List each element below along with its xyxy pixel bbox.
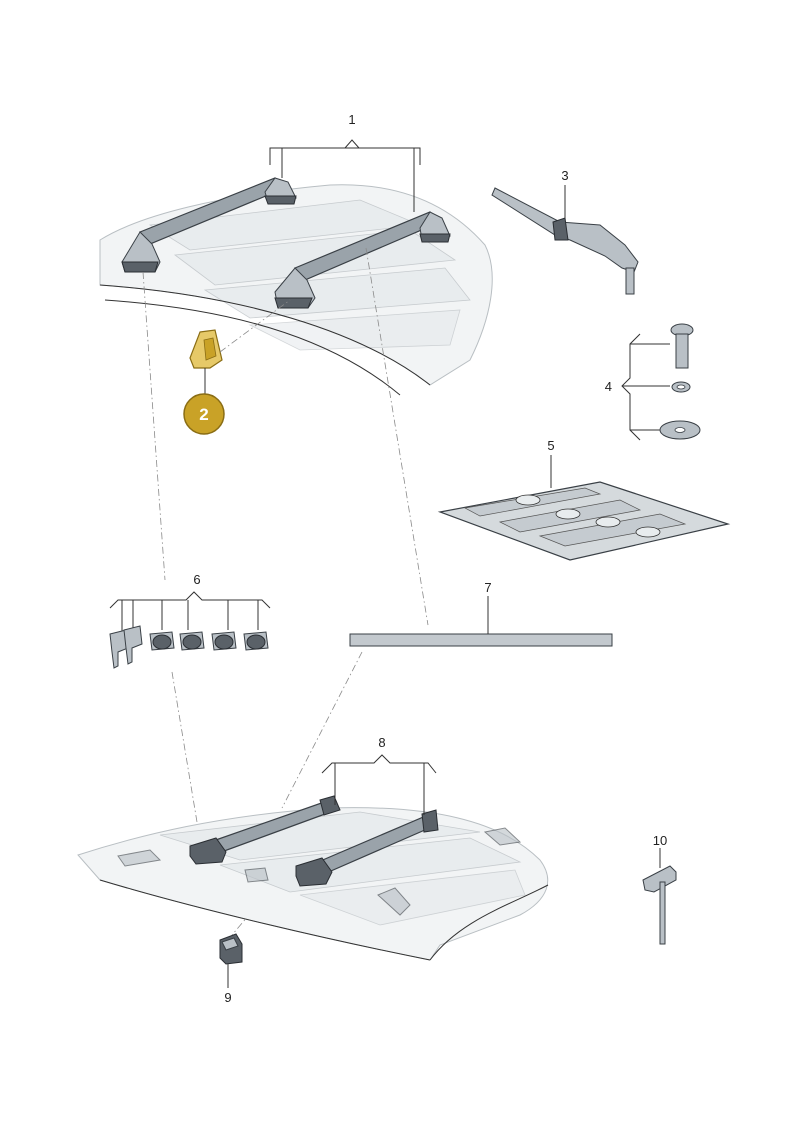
lower-roof-assembly [77,795,549,961]
lower-foot [295,857,333,887]
callout-6-label: 6 [193,572,200,587]
callout-2-label: 2 [199,405,208,424]
callout-8[interactable]: 8 [321,735,437,815]
roof-rib [248,309,461,351]
part-7-trim-strip[interactable]: 7 [349,580,613,647]
callout-7-label: 7 [484,580,491,595]
lower-foot [189,837,227,865]
part-5-protective-mat[interactable]: 5 [437,438,731,561]
callout-1[interactable]: 1 [269,112,421,212]
callout-10-label: 10 [653,833,667,848]
part-10-t-key[interactable]: 10 [642,833,677,945]
part-6-lock-set[interactable]: 6 [109,572,271,669]
part-3-torque-tool[interactable]: 3 [491,168,639,295]
t-key-handle-icon [642,865,677,893]
torque-tool-shaft [625,267,635,295]
lock-cylinder-icon [179,631,205,651]
callout-2-badge[interactable] [183,393,225,435]
trim-strip-icon [349,633,613,647]
callout-1-label: 1 [348,112,355,127]
upper-roof-assembly [99,177,493,396]
t-key-shaft-icon [659,881,666,945]
lower-foot [421,809,439,833]
roof-rib [299,869,526,926]
callout-5-label: 5 [547,438,554,453]
lock-cylinder-icon [211,631,237,651]
callout-8-label: 8 [378,735,385,750]
bolt-shaft-icon [675,333,689,369]
part-4-bolt-set[interactable]: 4 [605,323,701,441]
part-9-end-cap[interactable]: 9 [219,933,243,1005]
callout-9-label: 9 [224,990,231,1005]
callout-3-label: 3 [561,168,568,183]
callout-4-label: 4 [605,379,612,394]
part-2-mounting-bracket[interactable]: 2 [183,299,291,435]
key-icon [123,625,143,665]
lock-cylinder-icon [243,631,269,651]
roof-rib [203,267,471,319]
lock-cylinder-icon [149,631,175,651]
